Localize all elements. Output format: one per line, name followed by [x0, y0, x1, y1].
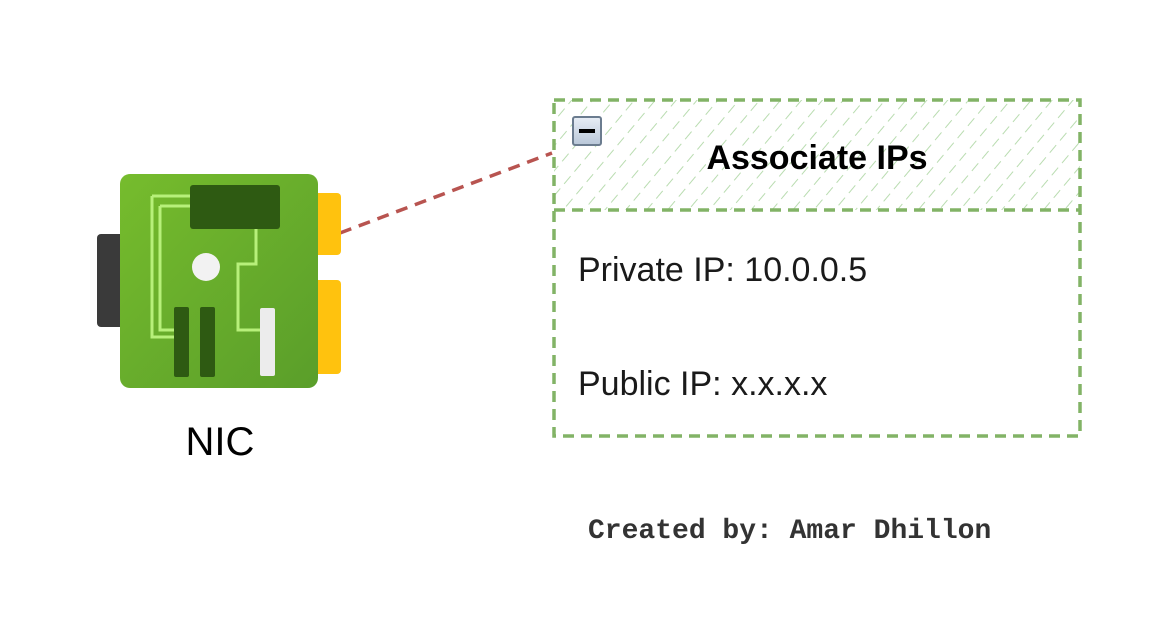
container-frame	[552, 98, 1082, 438]
public-ip-item: Public IP: x.x.x.x	[578, 365, 828, 403]
private-ip-item: Private IP: 10.0.0.5	[578, 251, 868, 289]
container-title: Associate IPs	[706, 139, 928, 177]
credit-text: Created by: Amar Dhillon	[588, 516, 992, 547]
network-interface-card-icon[interactable]	[96, 172, 342, 390]
associate-ips-container[interactable]: Associate IPs Private IP: 10.0.0.5 Publi…	[552, 98, 1082, 438]
nic-label: NIC	[185, 420, 255, 464]
minus-icon[interactable]	[572, 116, 602, 146]
